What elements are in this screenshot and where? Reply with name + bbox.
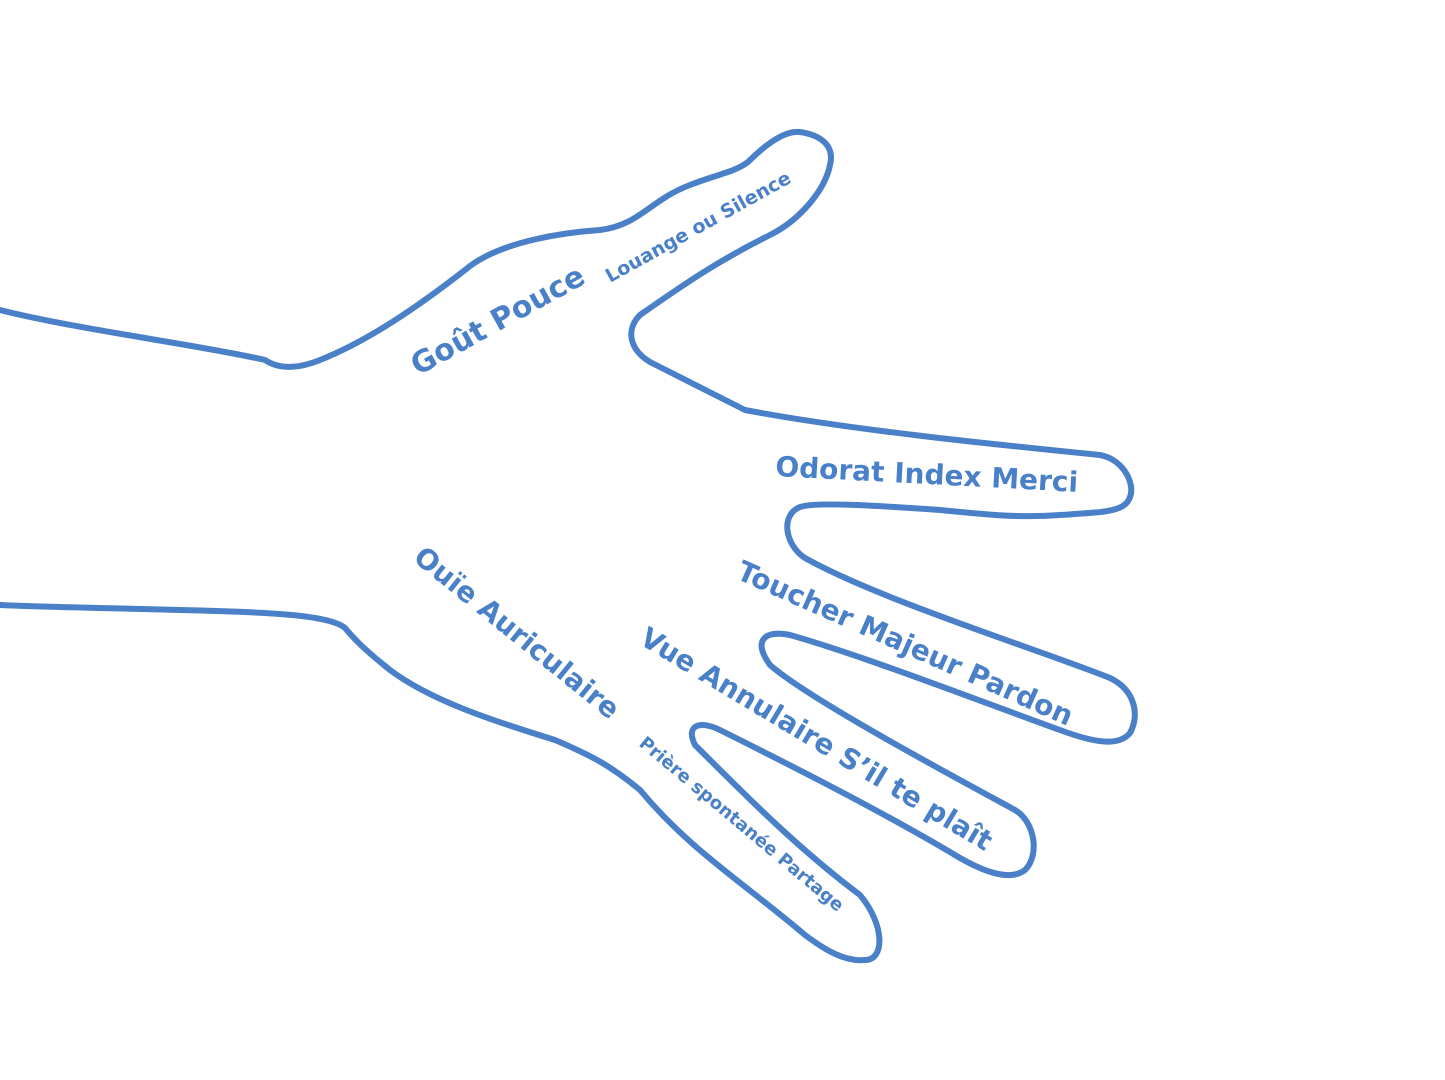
index-label: Odorat Index Merci bbox=[775, 450, 1079, 499]
hand-outline bbox=[0, 128, 1138, 964]
thumb-main-label: Goût Pouce bbox=[405, 259, 591, 383]
pinky-sub-label: Prière spontanée Partage bbox=[635, 733, 848, 916]
